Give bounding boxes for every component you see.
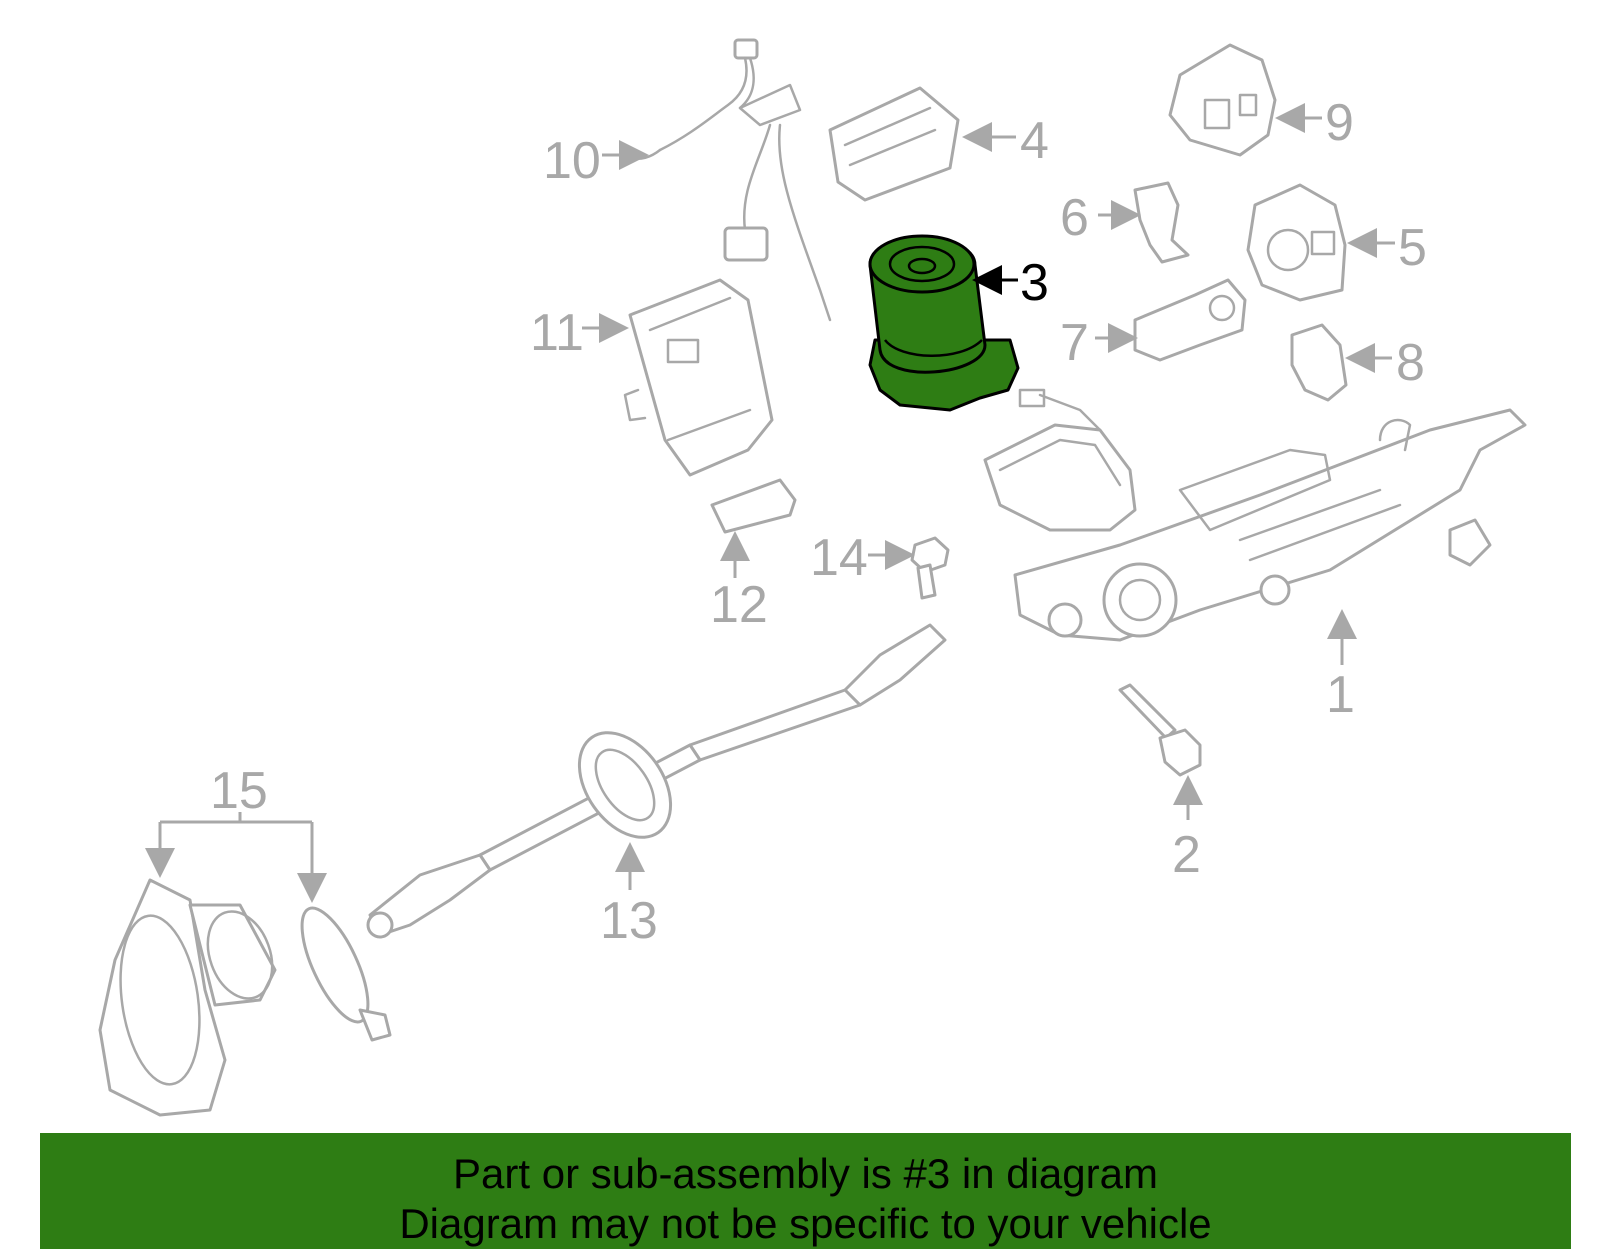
part-6-clip xyxy=(1133,181,1190,264)
callout-11: 11 xyxy=(530,304,584,362)
callout-13: 13 xyxy=(600,892,658,950)
parts-diagram: 1 2 3 4 5 6 7 8 9 10 11 12 13 14 15 xyxy=(98,38,1527,1117)
part-15-boot xyxy=(98,878,277,1117)
callout-1: 1 xyxy=(1326,666,1355,724)
part-9-switch xyxy=(1168,43,1277,157)
part-4-cover xyxy=(828,86,960,202)
callout-6: 6 xyxy=(1060,189,1089,247)
callout-9: 9 xyxy=(1325,94,1354,152)
callout-10: 10 xyxy=(543,132,601,190)
callout-15: 15 xyxy=(210,762,268,820)
callout-4: 4 xyxy=(1020,112,1049,170)
callout-arrows xyxy=(145,103,1395,903)
callout-2: 2 xyxy=(1172,826,1201,884)
part-5-lock-assembly xyxy=(1246,183,1347,302)
part-15-ring xyxy=(300,906,392,1042)
callout-7: 7 xyxy=(1060,314,1089,372)
part-1-steering-column xyxy=(983,388,1527,642)
callout-8: 8 xyxy=(1396,334,1425,392)
banner-line-1: Part or sub-assembly is #3 in diagram xyxy=(453,1150,1158,1197)
info-banner: Part or sub-assembly is #3 in diagram Di… xyxy=(40,1133,1571,1249)
part-7-bracket xyxy=(1133,278,1247,362)
part-10-wiring-harness xyxy=(630,38,832,322)
callout-12: 12 xyxy=(710,576,768,634)
banner-line-2: Diagram may not be specific to your vehi… xyxy=(399,1200,1212,1247)
part-14-bolt xyxy=(910,536,950,600)
part-2-bolt xyxy=(1118,683,1202,777)
part-13-intermediate-shaft xyxy=(366,623,947,939)
part-12-pad xyxy=(710,478,797,534)
callout-labels: 1 2 3 4 5 6 7 8 9 10 11 12 13 14 15 xyxy=(210,94,1427,950)
callout-5: 5 xyxy=(1398,219,1427,277)
part-3-motor-highlighted xyxy=(868,234,1020,412)
part-8-sensor xyxy=(1290,323,1348,402)
callout-3: 3 xyxy=(1020,254,1049,312)
callout-14: 14 xyxy=(810,529,868,587)
part-11-ecu-module xyxy=(623,278,774,477)
